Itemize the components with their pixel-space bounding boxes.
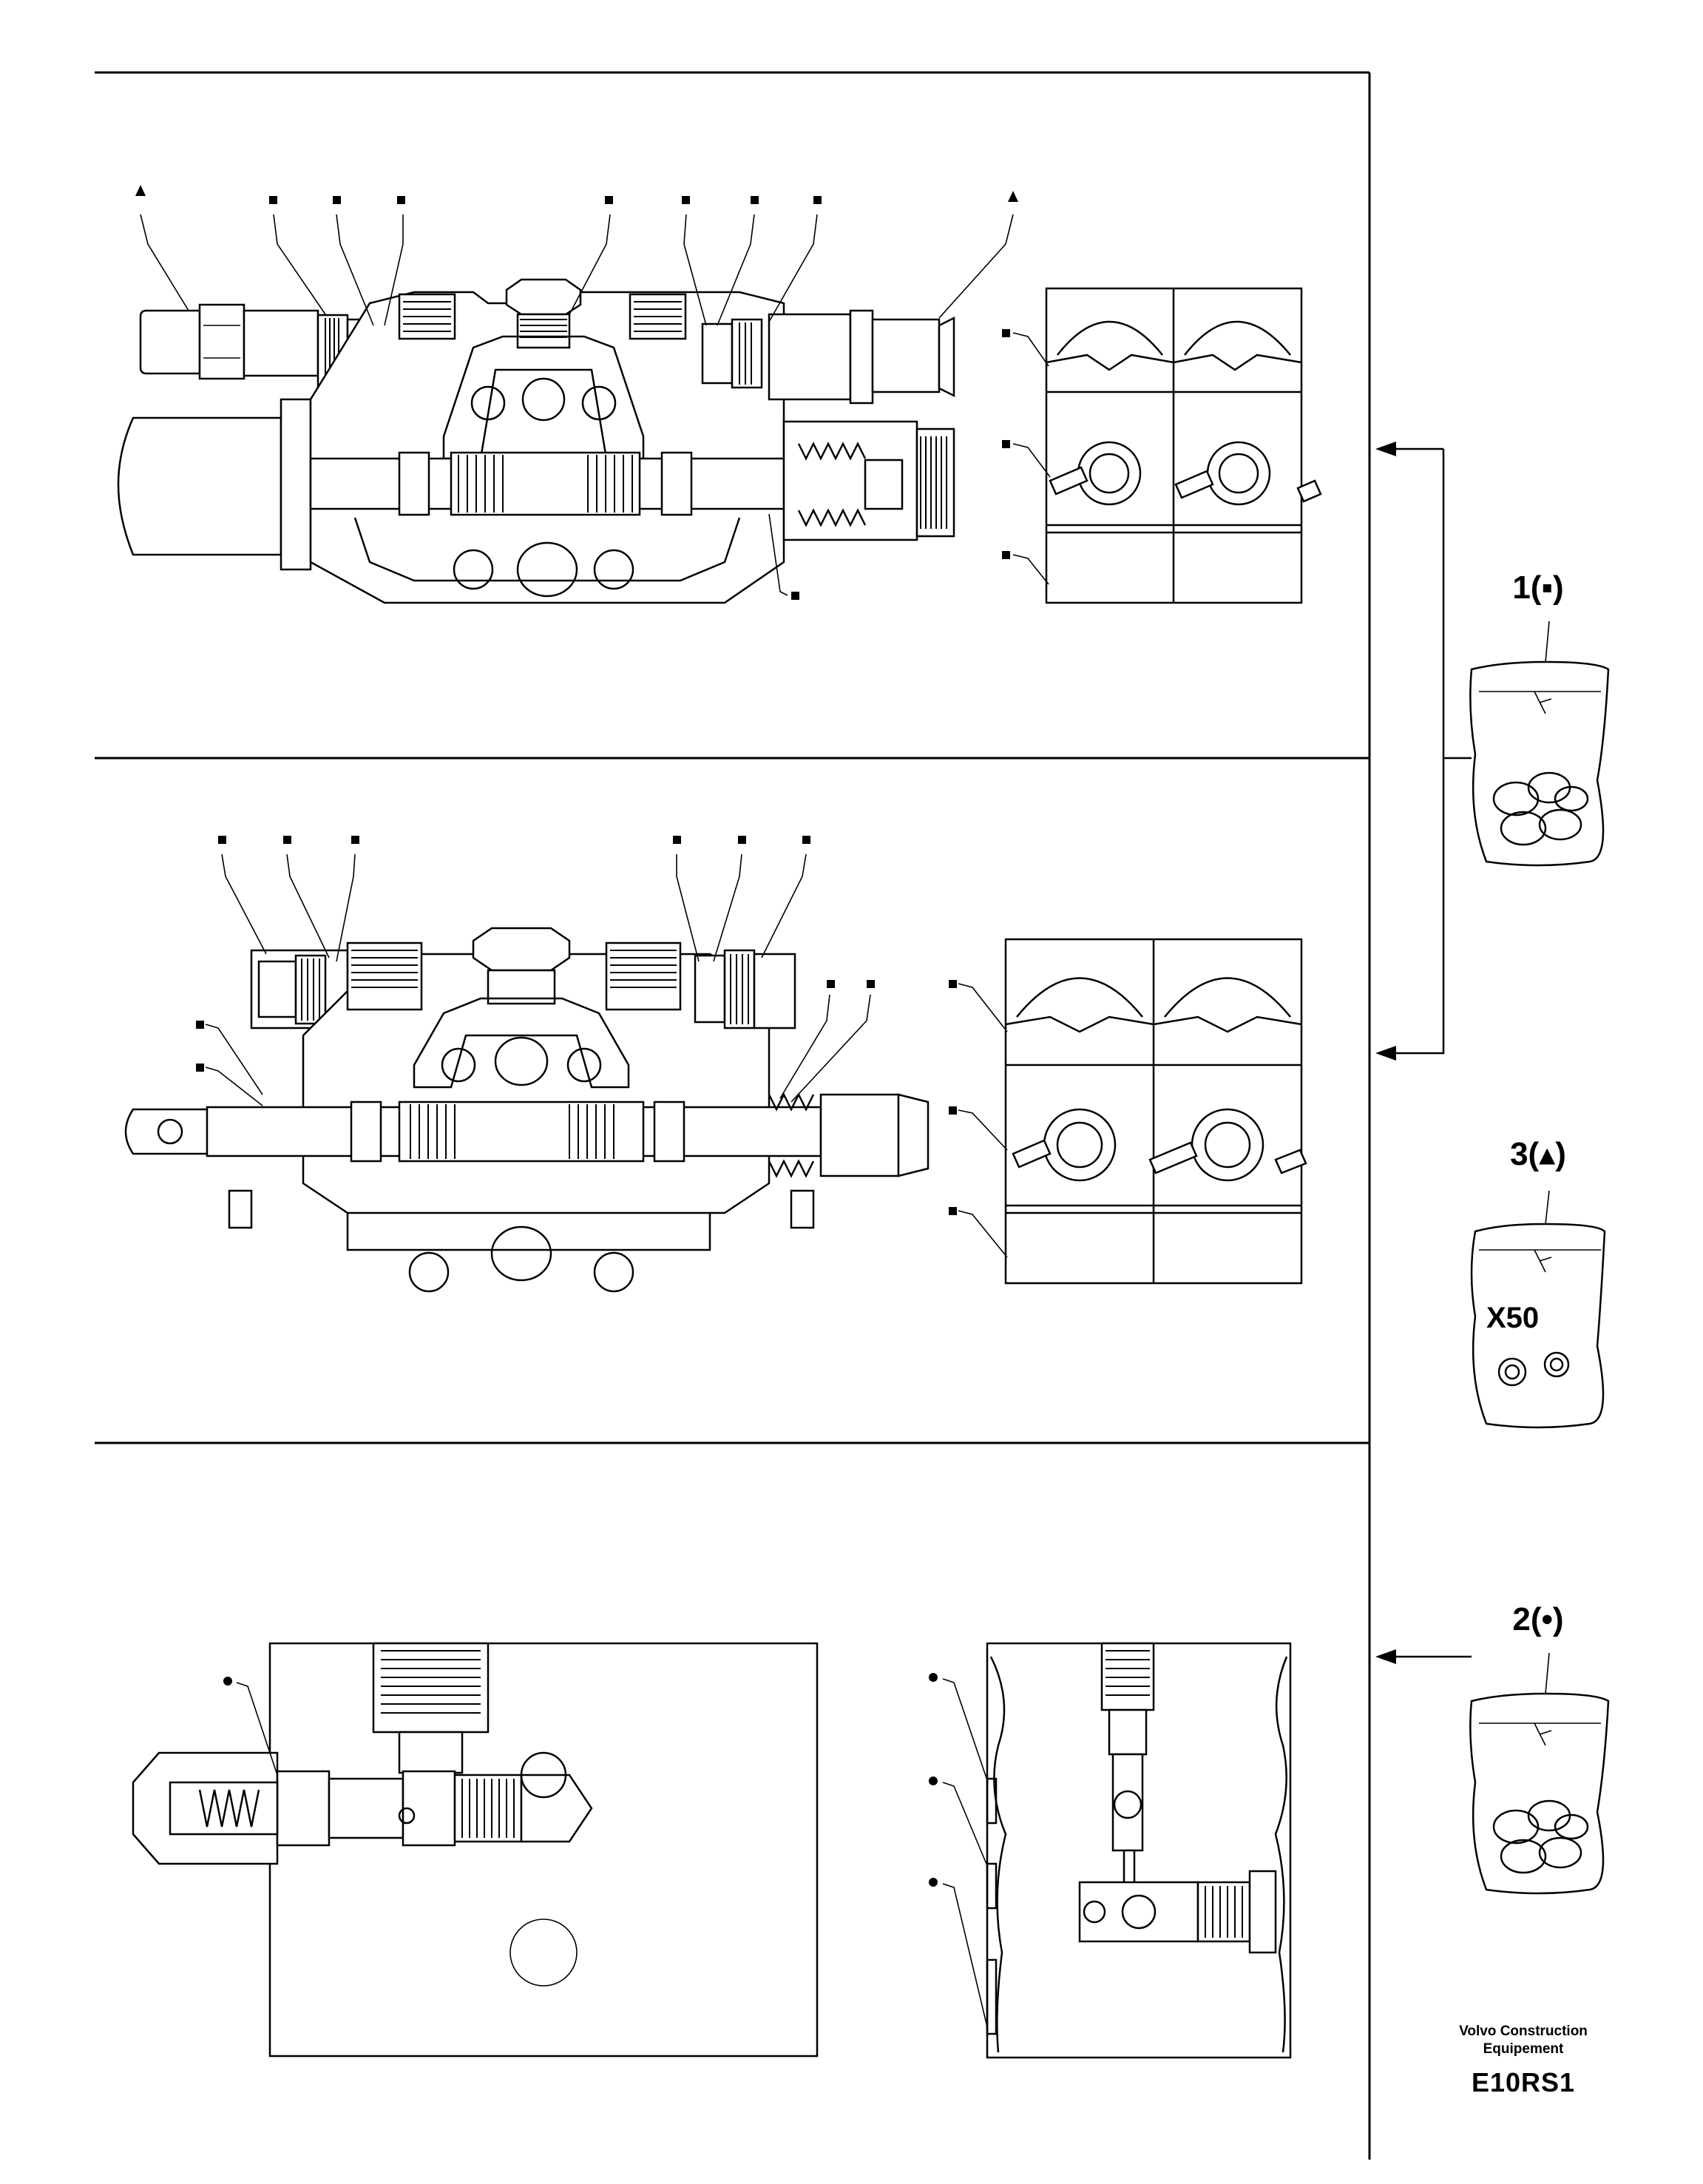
- square-marker: [218, 836, 226, 844]
- circle-marker: [223, 1677, 232, 1686]
- square-marker: [738, 836, 746, 844]
- square-marker: [802, 836, 810, 844]
- square-marker: [283, 836, 291, 844]
- panel-2-valve-section: [124, 927, 930, 1293]
- kit-bag-1: [1469, 621, 1610, 867]
- diagram-frame: [95, 71, 1371, 2160]
- square-marker: [605, 196, 613, 204]
- square-marker: [867, 980, 875, 988]
- square-marker: [333, 196, 341, 204]
- panel-2-callouts: [196, 836, 1008, 1258]
- square-marker: [949, 1207, 957, 1215]
- square-marker: [673, 836, 681, 844]
- square-marker: [949, 1106, 957, 1115]
- kit-3-label: 3(▴): [1510, 1136, 1566, 1172]
- panel-1-callouts: [135, 185, 1051, 600]
- kit-connectors: [1375, 442, 1472, 1664]
- square-marker: [791, 592, 799, 600]
- panel-3-section-view: [986, 1642, 1292, 2059]
- panel-1-section-view: [1045, 287, 1322, 604]
- panel-2-section-view: [1004, 938, 1307, 1285]
- square-marker: [751, 196, 759, 204]
- square-marker: [196, 1021, 204, 1029]
- square-marker: [1002, 551, 1010, 559]
- panel-1-valve-section: [117, 278, 955, 604]
- square-marker: [949, 980, 957, 988]
- triangle-marker: [135, 185, 146, 196]
- company-line-2: Equipement: [1483, 2041, 1564, 2057]
- circle-marker: [929, 1776, 938, 1785]
- kit-bag-2: [1469, 1652, 1610, 1895]
- kit-1-label: 1(▪): [1512, 569, 1564, 606]
- arrow-head-panel-3: [1375, 1649, 1396, 1664]
- circle-marker: [929, 1673, 938, 1682]
- arrow-head-panel-1: [1375, 442, 1396, 456]
- panel-3-relief-valve: [132, 1642, 819, 2058]
- square-marker: [269, 196, 277, 204]
- drawing-code: E10RS1: [1471, 2067, 1576, 2097]
- panel-3-callouts: [223, 1673, 989, 2031]
- circle-marker: [929, 1878, 938, 1887]
- square-marker: [1002, 329, 1010, 337]
- square-marker: [682, 196, 690, 204]
- company-line-1: Volvo Construction: [1459, 2024, 1588, 2039]
- square-marker: [827, 980, 835, 988]
- kit-bag-3: [1470, 1190, 1606, 1429]
- square-marker: [196, 1064, 204, 1072]
- square-marker: [351, 836, 359, 844]
- square-marker: [397, 196, 405, 204]
- square-marker: [813, 196, 822, 204]
- arrow-head-panel-2: [1375, 1046, 1396, 1061]
- kit-2-label: 2(•): [1512, 1601, 1564, 1637]
- triangle-marker: [1008, 191, 1018, 202]
- company-name: Volvo Construction Equipement: [1416, 2023, 1631, 2058]
- kit-3-quantity: X50: [1486, 1302, 1540, 1334]
- square-marker: [1002, 440, 1010, 448]
